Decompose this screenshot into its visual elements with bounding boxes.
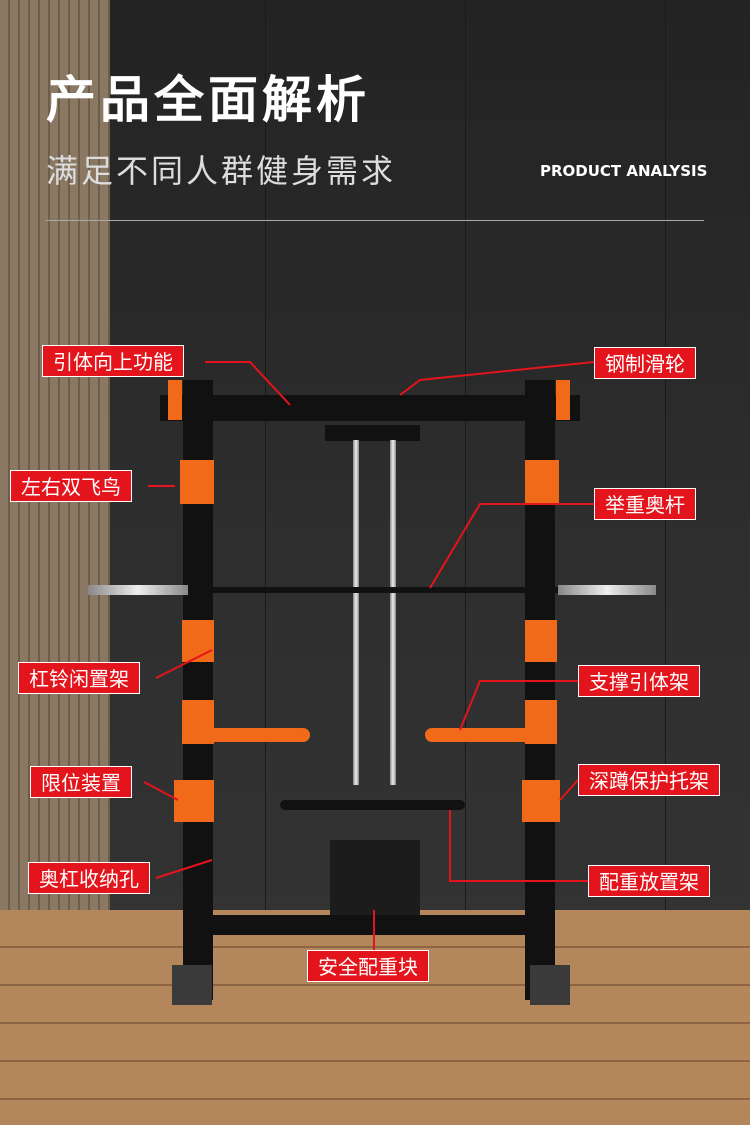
english-heading: PRODUCT ANALYSIS [540, 162, 708, 180]
label-pulley: 钢制滑轮 [594, 347, 696, 379]
divider [46, 220, 704, 221]
label-storage: 奥杠收纳孔 [28, 862, 150, 894]
label-weight-rack: 配重放置架 [588, 865, 710, 897]
label-support: 支撑引体架 [578, 665, 700, 697]
page-subtitle: 满足不同人群健身需求 [46, 152, 397, 190]
label-idle-rack: 杠铃闲置架 [18, 662, 140, 694]
label-bar: 举重奥杆 [594, 488, 696, 520]
page-title: 产品全面解析 [46, 71, 370, 129]
label-limiter: 限位装置 [30, 766, 132, 798]
label-flyer: 左右双飞鸟 [10, 470, 132, 502]
label-pullup: 引体向上功能 [42, 345, 184, 377]
label-weight-block: 安全配重块 [307, 950, 429, 982]
label-squat: 深蹲保护托架 [578, 764, 720, 796]
